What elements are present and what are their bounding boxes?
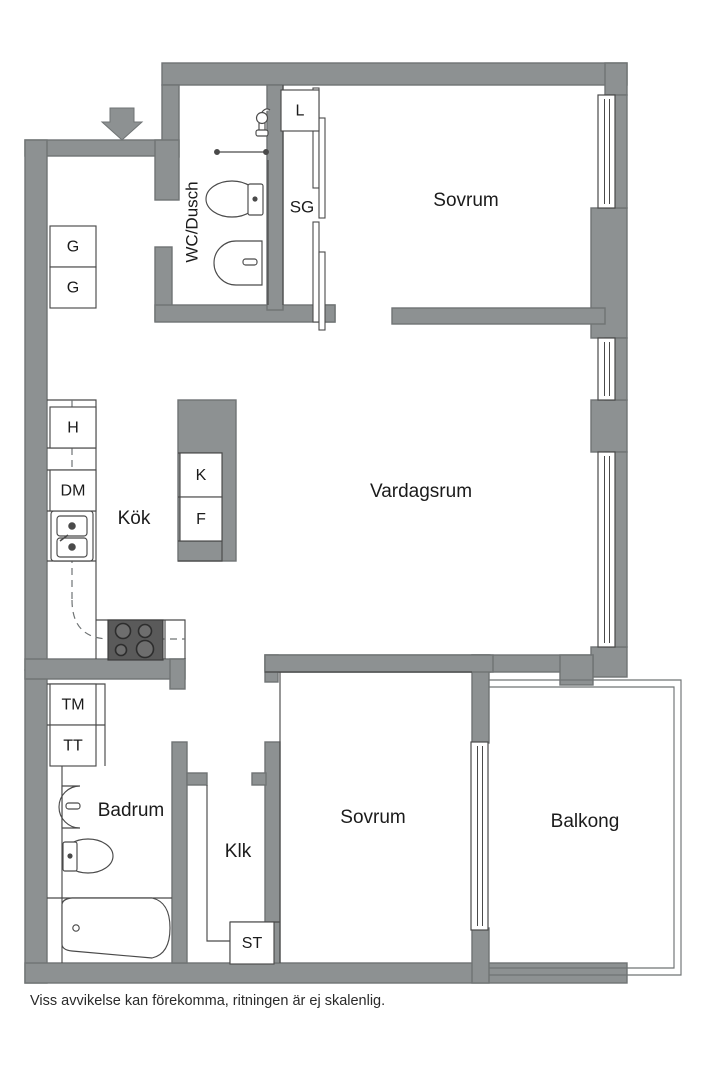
cab-tt-box bbox=[49, 724, 97, 767]
cab-dm-box bbox=[49, 469, 97, 512]
wall-outer-right-a bbox=[604, 62, 628, 96]
plan-caption: Viss avvikelse kan förekomma, ritningen … bbox=[30, 993, 385, 1009]
cab-g-upper-box bbox=[49, 225, 97, 268]
cab-g-upper-label: G bbox=[67, 239, 79, 256]
room-label-balkong: Balkong bbox=[551, 811, 620, 832]
cab-l-label: L bbox=[296, 103, 305, 120]
thin-line-group bbox=[47, 85, 682, 976]
wall-kitchen-bottom bbox=[24, 658, 186, 680]
cooktop-stove bbox=[107, 619, 164, 661]
sliding-door-group bbox=[312, 87, 326, 331]
room-label-klk: Klk bbox=[225, 841, 252, 862]
room-label-kok: Kök bbox=[118, 508, 151, 529]
cab-st-label: ST bbox=[242, 935, 263, 952]
wall-kitchen-bottom-stub bbox=[169, 658, 186, 690]
wall-outer-left-upper bbox=[24, 139, 48, 671]
room-label-badrum: Badrum bbox=[98, 800, 165, 821]
cab-k-label: K bbox=[196, 467, 207, 484]
kitchen-double-sink bbox=[50, 510, 94, 562]
balcony-railing-outer bbox=[489, 679, 682, 976]
cab-h-box bbox=[49, 406, 97, 449]
shower-head-icon bbox=[255, 108, 271, 137]
washbasin-wc-dusch bbox=[213, 240, 263, 286]
sliding-door-sg-top bbox=[312, 87, 326, 219]
entrance-arrow bbox=[100, 107, 144, 141]
wall-klk-right-stub bbox=[251, 772, 267, 786]
wall-group bbox=[24, 62, 628, 984]
cab-tt-label: TT bbox=[63, 738, 83, 755]
shower-rail-end bbox=[214, 149, 220, 155]
wall-outer-right-c bbox=[590, 399, 628, 453]
window-sovrum-top-2 bbox=[597, 337, 616, 401]
room-label-sovrum-bot: Sovrum bbox=[340, 807, 405, 828]
window-sovrum-top-1 bbox=[597, 94, 616, 209]
room-label-wc-dusch: WC/Dusch bbox=[182, 181, 201, 262]
cab-tm-label: TM bbox=[61, 697, 84, 714]
balcony-railing-inner bbox=[489, 686, 675, 969]
cab-dm-label: DM bbox=[61, 483, 86, 500]
cab-l-box bbox=[280, 89, 320, 132]
cab-h-label: H bbox=[67, 420, 79, 437]
wall-wc-bottom bbox=[154, 304, 336, 323]
klk-inner-line bbox=[206, 785, 230, 942]
wall-sovrum-bot-top bbox=[264, 654, 494, 673]
cab-st-box bbox=[229, 921, 275, 965]
room-label-vardagsrum: Vardagsrum bbox=[370, 481, 472, 502]
wall-outer-left-lower bbox=[24, 669, 48, 984]
cab-g-lower-label: G bbox=[67, 280, 79, 297]
wall-badrum-right bbox=[171, 741, 188, 964]
wall-wc-left-jog bbox=[154, 139, 180, 201]
wall-sovrum-top-bottom bbox=[391, 307, 606, 325]
cab-k-box bbox=[179, 452, 223, 498]
window-group bbox=[470, 94, 616, 931]
appliance-box-group: G G L H DM K F TM TT ST bbox=[49, 89, 320, 965]
toilet-wc-dusch bbox=[205, 180, 264, 218]
room-label-sg: SG bbox=[290, 197, 315, 216]
wall-outer-top bbox=[161, 62, 628, 86]
fixture-group bbox=[50, 108, 271, 959]
dash-kitchen-curve bbox=[71, 599, 111, 640]
room-label-sovrum-top: Sovrum bbox=[433, 190, 498, 211]
cab-f-label: F bbox=[196, 511, 206, 528]
cab-g-lower-box bbox=[49, 266, 97, 309]
toilet-badrum bbox=[62, 838, 114, 874]
window-vardagsrum bbox=[597, 451, 616, 648]
wall-badrum-right-stub bbox=[186, 772, 208, 786]
bathtub-badrum bbox=[61, 897, 171, 959]
shower-rail-joint bbox=[263, 149, 269, 155]
sliding-door-sg-bottom bbox=[312, 221, 326, 331]
wall-outer-bottom bbox=[24, 962, 628, 984]
washbasin-badrum bbox=[58, 785, 81, 829]
counter-left-outline bbox=[47, 399, 97, 659]
balcony-door bbox=[470, 741, 489, 931]
wall-balcony-jog-bottom bbox=[471, 927, 490, 984]
wall-outer-right-d bbox=[590, 646, 628, 678]
cab-f-box bbox=[179, 496, 223, 542]
